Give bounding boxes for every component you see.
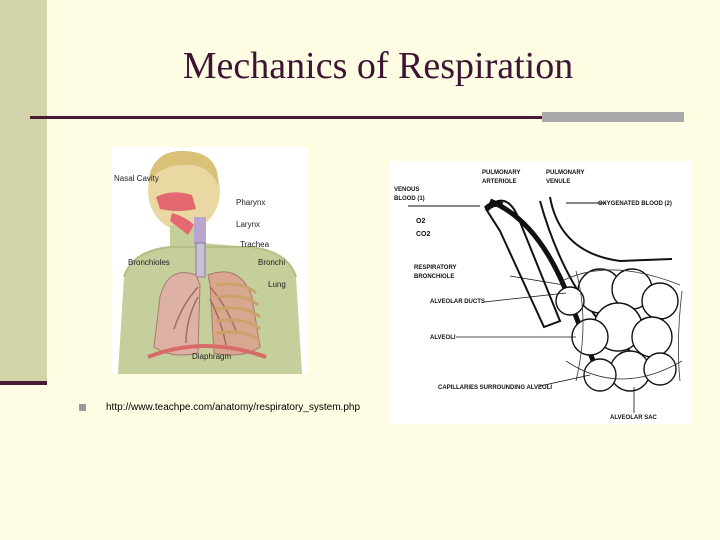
- label-trachea: Trachea: [240, 240, 270, 249]
- label-larynx: Larynx: [236, 220, 260, 229]
- left-strip-bottom-edge: [0, 381, 47, 385]
- label-venous-blood-2: BLOOD (1): [394, 196, 425, 202]
- label-co2: CO2: [416, 231, 431, 238]
- label-alveolar-ducts: ALVEOLAR DUCTS: [430, 299, 485, 305]
- label-pulmonary-arteriole-2: ARTERIOLE: [482, 179, 517, 185]
- left-accent-strip: [0, 0, 47, 385]
- label-alveoli: ALVEOLI: [430, 335, 456, 341]
- label-respiratory-bronchiole-2: BRONCHIOLE: [414, 274, 454, 280]
- label-lung: Lung: [268, 280, 286, 289]
- label-respiratory-bronchiole-1: RESPIRATORY: [414, 265, 457, 271]
- label-oxygenated-blood: OXYGENATED BLOOD (2): [598, 201, 672, 207]
- respiratory-anatomy-image: Nasal Cavity Pharynx Larynx Trachea Bron…: [112, 147, 308, 374]
- label-o2: O2: [416, 218, 425, 225]
- label-venous-blood-1: VENOUS: [394, 187, 419, 193]
- label-pulmonary-venule-1: PULMONARY: [546, 170, 584, 176]
- label-pulmonary-arteriole-1: PULMONARY: [482, 170, 520, 176]
- label-pharynx: Pharynx: [236, 198, 265, 207]
- label-diaphragm: Diaphragm: [192, 352, 231, 361]
- bullet-marker: [79, 404, 86, 411]
- source-url-text[interactable]: http://www.teachpe.com/anatomy/respirato…: [106, 402, 361, 413]
- alveoli-diagram-image: PULMONARY ARTERIOLE PULMONARY VENULE VEN…: [390, 161, 691, 424]
- label-alveolar-sac: ALVEOLAR SAC: [610, 415, 658, 421]
- label-capillaries: CAPILLARIES SURROUNDING ALVEOLI: [438, 385, 552, 391]
- slide-title: Mechanics of Respiration: [182, 45, 574, 87]
- label-bronchioles: Bronchioles: [128, 258, 170, 267]
- label-pulmonary-venule-2: VENULE: [546, 179, 570, 185]
- label-nasal-cavity: Nasal Cavity: [114, 174, 159, 183]
- title-underline: [30, 116, 542, 119]
- label-bronchi: Bronchi: [258, 258, 285, 267]
- title-underline-grey-block: [542, 112, 684, 122]
